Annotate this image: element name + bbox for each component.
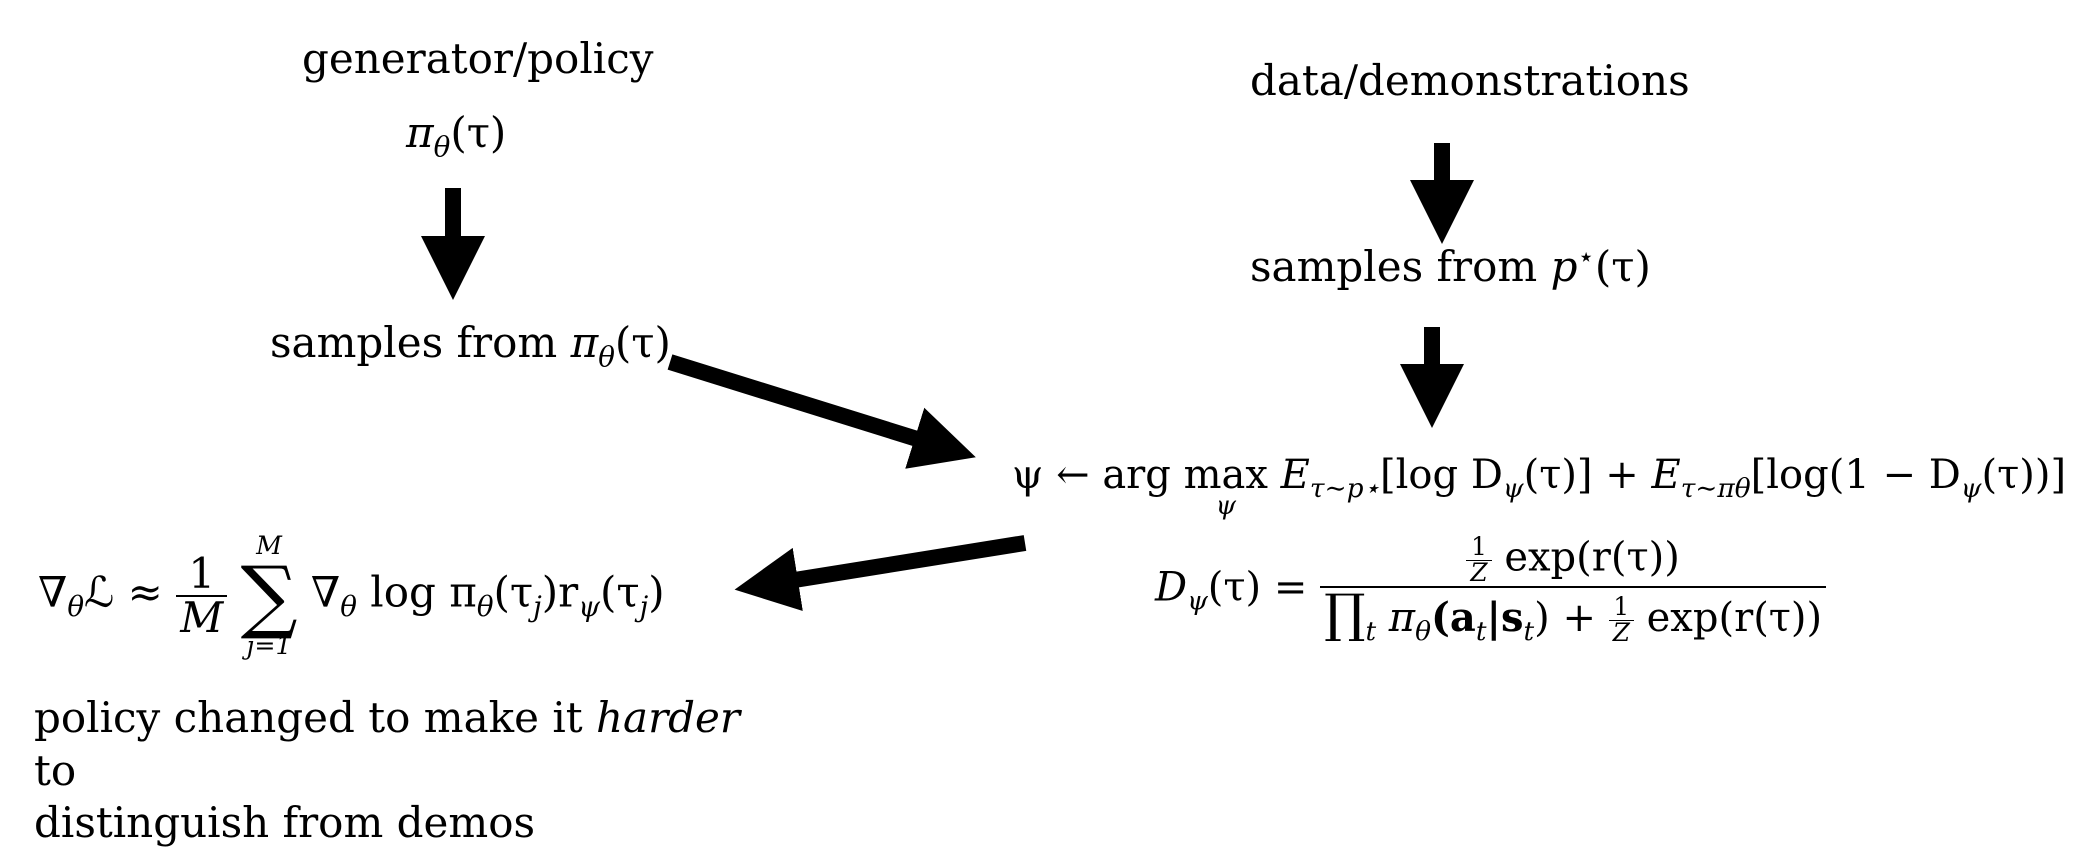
policy-samples-argument: (τ) — [614, 318, 671, 367]
objective-max-word: max — [1183, 452, 1268, 498]
disc-def-s-subscript: t — [1523, 615, 1535, 647]
disc-def-a: (a — [1430, 593, 1476, 641]
disc-def-pi: π — [1376, 594, 1416, 641]
data-title-text: data/demonstrations — [1250, 56, 1690, 105]
arrow-policy-samples-to-discriminator — [667, 354, 976, 469]
disc-def-pi-subscript: θ — [1415, 615, 1431, 647]
expert-samples-star: ⋆ — [1577, 240, 1595, 273]
pg-summation: M∑j=1 — [241, 532, 298, 659]
objective-expectation-policy-subscript: τ∼πθ — [1680, 473, 1751, 504]
pg-nabla2: ∇ — [310, 567, 341, 617]
pg-tau2-subscript: j — [639, 590, 649, 624]
objective-term2: [log(1 − D — [1750, 452, 1961, 498]
pg-sum-lower: j=1 — [246, 630, 292, 660]
disc-def-s: |s — [1486, 593, 1524, 641]
objective-term1: [log D — [1380, 452, 1503, 498]
pg-tau-open: (τ — [493, 567, 534, 617]
pg-pi-subscript: θ — [476, 590, 494, 624]
pg-tau2-close: ) — [648, 567, 665, 617]
disc-def-a-subscript: t — [1475, 615, 1487, 647]
pg-log-pi: log π — [356, 567, 477, 617]
generator-title-text: generator/policy — [302, 34, 654, 83]
pg-fraction-denominator: M — [180, 592, 224, 642]
objective-term2-subscript: ψ — [1960, 473, 1982, 504]
policy-samples-symbol: π — [570, 318, 599, 367]
disc-def-product-subscript: t — [1365, 615, 1377, 647]
objective-expectation-expert-subscript: τ∼p⋆ — [1309, 473, 1381, 504]
disc-def-num-expr: exp(r(τ)) — [1491, 534, 1680, 581]
pg-sum-symbol: ∑ — [240, 548, 298, 642]
disc-def-lhs-end: (τ) = — [1207, 564, 1321, 611]
policy-samples-label: samples from πθ(τ) — [270, 322, 671, 371]
disc-def-den-expr: exp(r(τ)) — [1633, 594, 1823, 641]
policy-pi-symbol: π — [406, 108, 434, 157]
pg-tau2-open: (τ — [600, 567, 640, 617]
objective-max-subscript: ψ — [1215, 491, 1236, 521]
objective-term1-end: (τ)] + — [1523, 452, 1652, 498]
pg-sum-upper: M — [256, 531, 282, 560]
arrow-discriminator-to-policy-gradient — [734, 535, 1027, 612]
pg-nabla: ∇ — [38, 567, 68, 617]
pg-fraction-numerator: 1 — [176, 552, 228, 597]
expert-samples-prefix: samples from — [1250, 242, 1551, 291]
policy-pi-subscript: θ — [433, 130, 451, 164]
arrows-layer — [421, 143, 1474, 612]
expert-samples-label: samples from p⋆(τ) — [1250, 243, 1651, 288]
policy-note-line2: distinguish from demos — [34, 798, 536, 847]
objective-expectation-expert: E — [1280, 452, 1310, 498]
policy-samples-subscript: θ — [598, 340, 615, 374]
generator-title: generator/policy — [302, 38, 653, 80]
objective-term1-subscript: ψ — [1502, 473, 1524, 504]
policy-samples-prefix: samples from — [270, 318, 571, 367]
disc-def-lhs: D — [1155, 564, 1188, 611]
pg-tau-subscript: j — [533, 590, 542, 624]
policy-note-line1: policy changed to make it harder to — [34, 693, 740, 795]
expert-samples-argument: (τ) — [1594, 242, 1651, 291]
pg-nabla-subscript: θ — [67, 590, 85, 624]
objective-term2-end: (τ))] — [1981, 452, 2067, 498]
expert-samples-symbol: p — [1550, 242, 1578, 291]
data-title: data/demonstrations — [1250, 60, 1690, 102]
pg-tau-close: )r — [541, 567, 579, 617]
policy-pi-argument: (τ) — [450, 108, 507, 157]
disc-def-product: ∏ — [1324, 583, 1366, 644]
policy-distribution: πθ(τ) — [406, 112, 506, 161]
pg-nabla2-subscript: θ — [340, 590, 357, 624]
policy-note-emphasis: harder — [595, 693, 740, 742]
disc-def-close: ) + — [1534, 594, 1609, 641]
disc-def-lhs-subscript: ψ — [1187, 585, 1208, 617]
objective-lhs: ψ ← arg — [1012, 452, 1171, 498]
objective-expectation-policy: E — [1651, 452, 1681, 498]
pg-loss: ℒ ≈ — [84, 567, 177, 617]
pg-r-subscript: ψ — [578, 590, 600, 624]
